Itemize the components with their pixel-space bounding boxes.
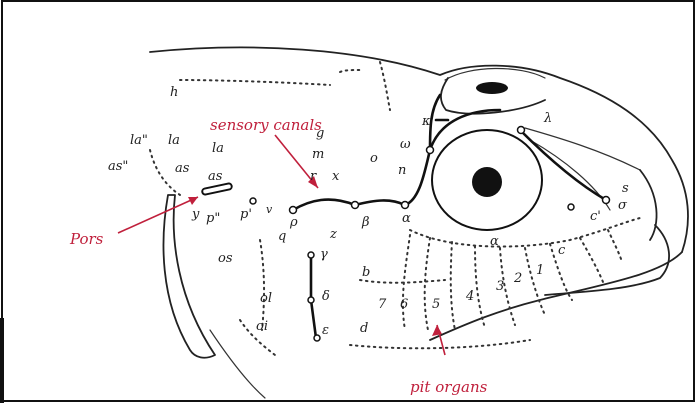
nostril	[476, 82, 508, 94]
canal-rho-beta	[293, 200, 355, 210]
label-epsilon: ε	[322, 323, 329, 338]
label-7: 7	[378, 297, 387, 312]
label-5: 5	[432, 297, 440, 312]
label-g: g	[316, 126, 324, 141]
label-n: n	[398, 163, 406, 178]
label-alpha-1: α	[402, 211, 411, 226]
dorsal-outline	[150, 47, 688, 252]
label-h: h	[170, 85, 178, 100]
canal-delta-epsilon	[311, 300, 316, 338]
label-c: c	[558, 243, 566, 258]
label-q: q	[278, 229, 286, 244]
label-c-prime: c'	[590, 209, 601, 224]
label-p-prime: p'	[240, 207, 252, 222]
pit-line-b	[360, 280, 445, 283]
label-b: b	[362, 265, 370, 280]
label-delta: δ	[322, 289, 330, 304]
label-kappa: κ	[421, 114, 431, 129]
label-la-1: la	[168, 133, 180, 148]
maxilla-line-1	[525, 128, 640, 170]
label-2: 2	[513, 271, 522, 286]
annotation-arrows	[118, 135, 445, 355]
label-r: r	[310, 169, 317, 184]
label-ol: ol	[260, 291, 272, 306]
label-pit-organs: pit organs	[410, 378, 488, 396]
canal-lambda-sigma	[520, 130, 606, 200]
label-os: os	[218, 251, 233, 266]
label-1: 1	[536, 263, 544, 278]
pit-organs	[150, 62, 640, 355]
pupil	[472, 167, 502, 197]
jaw-curve	[640, 170, 657, 240]
label-3: 3	[496, 279, 504, 294]
arrow-pores	[118, 197, 198, 233]
label-gamma: γ	[320, 247, 328, 262]
label-m: m	[312, 147, 324, 162]
label-as-1: as	[175, 161, 190, 176]
label-oi: oi	[256, 319, 268, 334]
pit-line-top	[180, 80, 330, 85]
label-sigma: σ	[618, 198, 628, 213]
pit-line-alpha	[410, 218, 640, 247]
pit-line-d	[350, 340, 530, 348]
label-rho: ρ	[289, 215, 298, 230]
label-z: z	[329, 227, 337, 242]
label-x: x	[332, 169, 340, 184]
label-pores: Pors	[69, 230, 104, 248]
label-6: 6	[400, 297, 408, 312]
head-outline	[150, 47, 688, 398]
label-as-double: as"	[108, 159, 128, 174]
pore-canal-p	[202, 183, 233, 195]
canal-omega	[430, 95, 440, 150]
label-omega: ω	[400, 137, 411, 152]
label-lambda: λ	[543, 111, 552, 126]
label-y: y	[191, 207, 200, 222]
label-la-double: la"	[130, 133, 148, 148]
label-p-double: p"	[206, 211, 220, 226]
eye	[432, 130, 542, 230]
pores	[250, 127, 610, 342]
label-4: 4	[465, 289, 474, 304]
label-o: o	[370, 151, 378, 166]
anatomical-labels: h la" la la as" as as g m r x o ω n κ λ …	[108, 85, 629, 338]
label-sensory-canals: sensory canals	[210, 116, 322, 134]
label-alpha-2: α	[490, 234, 499, 249]
label-beta: β	[361, 215, 370, 230]
label-d: d	[360, 321, 368, 336]
label-la-2: la	[212, 141, 224, 156]
label-s: s	[622, 181, 629, 196]
label-v: v	[266, 203, 273, 216]
nostril-rim	[445, 68, 545, 80]
label-as-2: as	[208, 169, 223, 184]
